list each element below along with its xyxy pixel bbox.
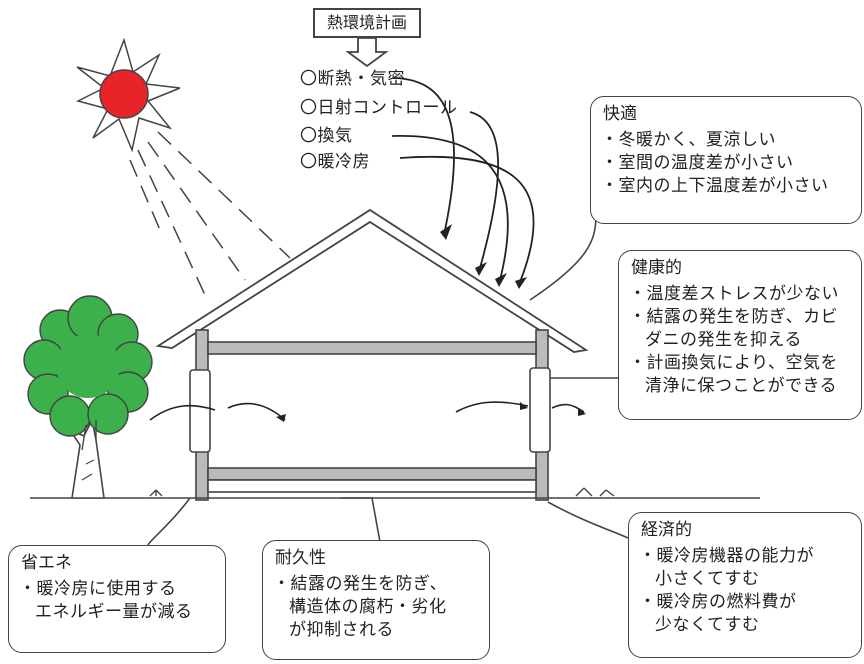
wall-insulation xyxy=(189,367,551,453)
callout-line: ・冬暖かく、夏涼しい xyxy=(601,130,776,150)
air-flow-arrows xyxy=(149,401,585,421)
plan-item-insulation: 〇断熱・気密 xyxy=(300,69,405,89)
callout-line: ・結露の発生を防ぎ、 xyxy=(273,574,448,594)
callout-heading: 健康的 xyxy=(631,258,682,278)
plan-item-ventilation: 〇換気 xyxy=(300,126,353,146)
tree-icon xyxy=(23,295,153,499)
callout-connectors xyxy=(147,217,629,546)
plan-arrows xyxy=(391,77,535,283)
callout-line: が抑制される xyxy=(289,620,394,640)
callout-heading: 経済的 xyxy=(641,520,692,540)
callout-line: 小さくてすむ xyxy=(655,569,760,589)
callout-heading: 快適 xyxy=(603,104,637,124)
callout-line: ・結露の発生を防ぎ、カビ xyxy=(629,307,839,327)
callout-line: ・温度差ストレスが少ない xyxy=(629,284,839,304)
sun-rays xyxy=(129,131,291,296)
callout-line: ・室間の温度差が小さい xyxy=(601,153,794,173)
callout-heading: 省エネ xyxy=(21,553,72,573)
sun-icon xyxy=(75,37,181,153)
callout-line: 少なくてすむ xyxy=(655,615,760,635)
callout-durability: 耐久性 ・結露の発生を防ぎ、 構造体の腐朽・劣化 が抑制される xyxy=(262,540,490,660)
callout-line: 構造体の腐朽・劣化 xyxy=(289,597,447,617)
callout-heading: 耐久性 xyxy=(275,548,326,568)
callout-line: 清浄に保つことができる xyxy=(645,376,838,396)
house-roof xyxy=(155,208,589,353)
callout-line: ・室内の上下温度差が小さい xyxy=(601,176,829,196)
callout-line: ・暖冷房に使用する xyxy=(19,579,177,599)
callout-health: 健康的 ・温度差ストレスが少ない ・結露の発生を防ぎ、カビ ダニの発生を抑える … xyxy=(618,250,862,420)
callout-line: ・暖冷房機器の能力が xyxy=(639,546,814,566)
callout-comfort: 快適 ・冬暖かく、夏涼しい ・室間の温度差が小さい ・室内の上下温度差が小さい xyxy=(590,96,862,224)
plan-item-heating: 〇暖冷房 xyxy=(300,152,370,172)
title-arrow xyxy=(345,37,389,68)
grass xyxy=(149,487,615,497)
house-floors xyxy=(207,341,537,481)
callout-line: ・計画換気により、空気を xyxy=(629,353,838,373)
callout-line: ダニの発生を抑える xyxy=(645,330,802,350)
callout-line: エネルギー量が減る xyxy=(35,602,193,622)
callout-energy: 省エネ ・暖冷房に使用する エネルギー量が減る xyxy=(8,545,226,653)
plan-item-solar: 〇日射コントロール xyxy=(300,98,458,118)
title-box: 熱環境計画 xyxy=(313,8,421,38)
callout-economy: 経済的 ・暖冷房機器の能力が 小さくてすむ ・暖冷房の燃料費が 少なくてすむ xyxy=(628,512,862,658)
callout-line: ・暖冷房の燃料費が xyxy=(639,592,797,612)
